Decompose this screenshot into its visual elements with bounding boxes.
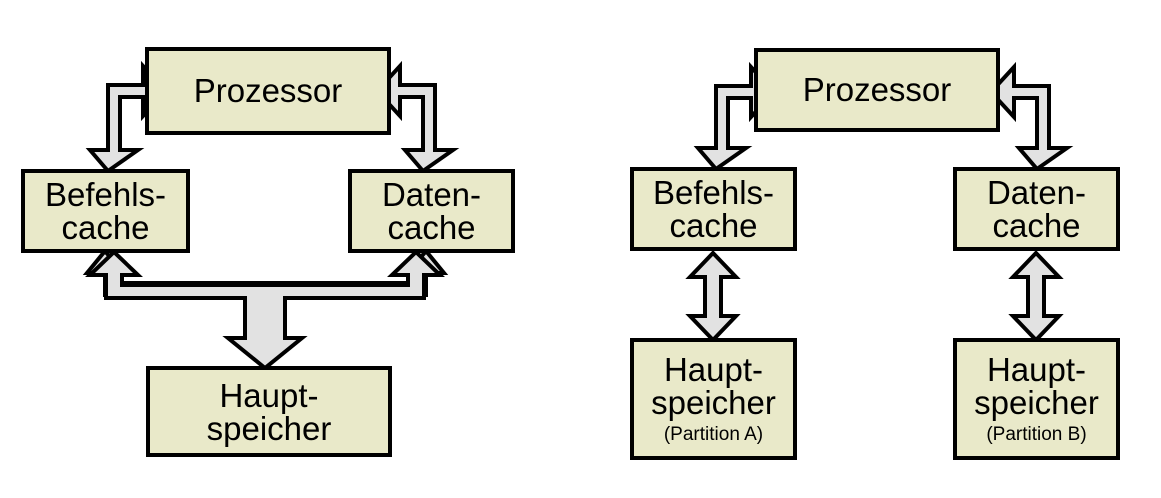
box-right-instruction-cache[interactable] [630,167,797,251]
box-right-data-cache[interactable] [953,167,1120,251]
right-diagram-group [630,48,1120,460]
box-right-main-memory-a[interactable] [630,338,797,460]
left-diagram-group [21,47,515,457]
connector-right-dcache-to-memory-b[interactable] [1008,250,1064,343]
box-right-processor[interactable] [754,48,1000,132]
box-left-processor[interactable] [145,47,391,135]
box-left-main-memory[interactable] [146,366,392,457]
box-left-instruction-cache[interactable] [21,169,190,253]
connector-left-memory-bus-outline[interactable] [85,249,445,371]
connector-right-icache-to-memory-a[interactable] [685,250,741,343]
box-right-main-memory-b[interactable] [953,338,1120,460]
connector-right-proc-to-dcache[interactable] [988,61,1074,172]
box-left-data-cache[interactable] [348,169,515,253]
